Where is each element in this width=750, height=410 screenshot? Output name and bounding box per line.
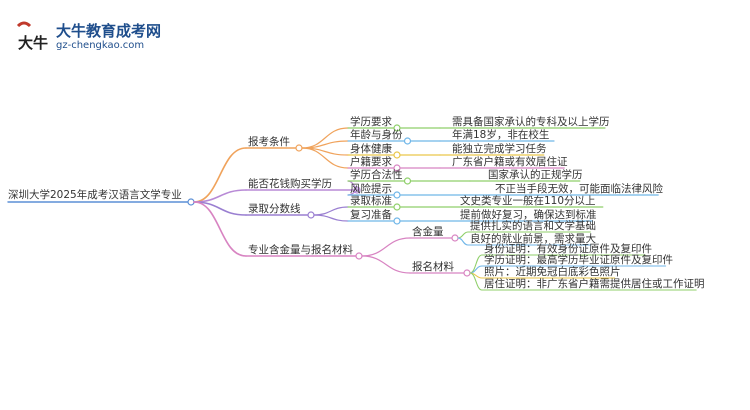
child-connector (313, 206, 349, 216)
leaf-3-0-0-text: 提供扎实的语言和文学基础 (470, 219, 596, 232)
child-1-0-label: 学历合法性 (350, 168, 403, 181)
root-connector-dot (187, 198, 195, 206)
site-brand: 大牛教育成考网 (56, 22, 162, 40)
branch-connector-dot (295, 144, 303, 152)
child-connector-dot (403, 177, 412, 185)
root-node-label: 深圳大学2025年成考汉语言文学专业 (8, 188, 182, 201)
child-0-0-label: 学历要求 (350, 115, 392, 128)
child-connector (301, 147, 349, 169)
child-0-2-label: 身体健康 (350, 142, 392, 155)
leaf-3-0-1-text: 良好的就业前景，需求量大 (470, 232, 596, 245)
branch-connector (193, 201, 247, 257)
leaf-2-1-text: 提前做好复习，确保达到标准 (460, 208, 597, 221)
leaf-2-0-text: 文史类专业一般在110分以上 (460, 194, 596, 207)
branch-connector (193, 147, 247, 203)
leaf-connector (457, 237, 469, 246)
child-connector-dot (393, 191, 401, 199)
child-connector-dot (451, 234, 459, 242)
child-connector-dot (393, 151, 401, 159)
branch-connector (193, 201, 247, 216)
child-connector-dot (393, 217, 401, 225)
child-connector-dot (463, 269, 471, 277)
leaf-0-3-text: 广东省户籍或有效居住证 (452, 155, 568, 168)
leaf-0-2-text: 能独立完成学习任务 (452, 142, 547, 155)
leaf-connector (469, 272, 483, 291)
child-0-3-label: 户籍要求 (350, 155, 392, 168)
child-connector (361, 237, 411, 257)
child-1-1-label: 风险提示 (350, 182, 392, 195)
child-0-1-label: 年龄与身份 (350, 128, 403, 141)
child-connector (361, 255, 411, 274)
branch-3-label: 专业含金量与报名材料 (248, 243, 353, 256)
leaf-3-1-1-text: 学历证明：最高学历毕业证原件及复印件 (484, 253, 673, 266)
bull-logo-icon: 大牛 (16, 21, 48, 52)
logo-mark-text: 大牛 (18, 34, 48, 52)
leaf-3-1-2-text: 照片：近期免冠白底彩色照片 (484, 265, 621, 278)
leaf-1-1-text: 不正当手段无效，可能面临法律风险 (495, 182, 663, 195)
child-connector-dot (403, 137, 412, 145)
branch-connector-dot (307, 211, 315, 219)
leaf-1-0-text: 国家承认的正规学历 (488, 168, 583, 181)
child-3-0-label: 含金量 (412, 225, 444, 238)
child-connector-dot (393, 203, 401, 211)
leaf-connector (457, 231, 469, 239)
leaf-0-1-text: 年满18岁，非在校生 (452, 128, 549, 141)
child-2-1-label: 复习准备 (350, 208, 392, 221)
site-url: gz-chengkao.com (56, 40, 145, 51)
child-3-1-label: 报名材料 (412, 260, 454, 273)
branch-0-label: 报考条件 (248, 135, 290, 148)
child-connector (313, 214, 349, 222)
branch-1-label: 能否花钱购买学历 (248, 177, 332, 190)
leaf-3-1-0-text: 身份证明：有效身份证原件及复印件 (484, 242, 652, 255)
leaf-3-1-3-text: 居住证明：非广东省户籍需提供居住或工作证明 (484, 277, 705, 290)
branch-2-label: 录取分数线 (248, 202, 301, 215)
leaf-0-0-text: 需具备国家承认的专科及以上学历 (452, 115, 610, 128)
site-logo: 大牛 大牛教育成考网 gz-chengkao.com (14, 18, 164, 58)
branch-connector-dot (355, 252, 363, 260)
child-2-0-label: 录取标准 (350, 195, 392, 207)
